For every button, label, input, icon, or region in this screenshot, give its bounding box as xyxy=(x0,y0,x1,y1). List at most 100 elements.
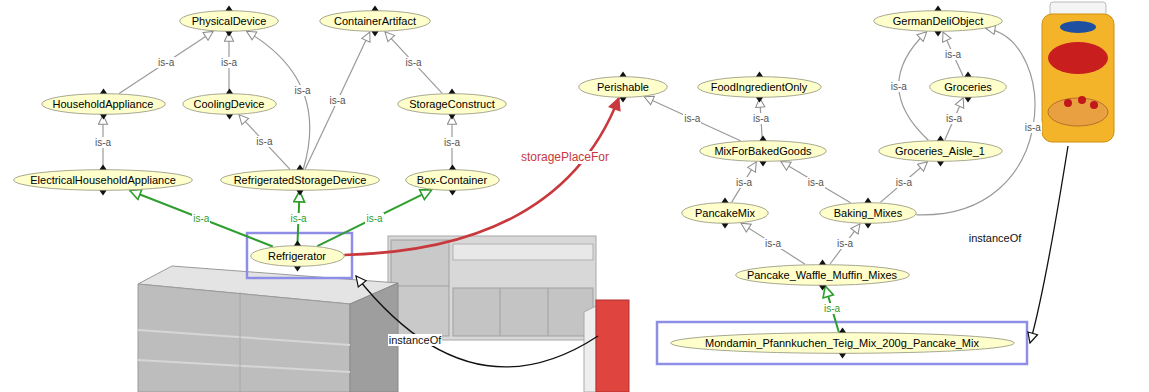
class-name: Baking_Mixes xyxy=(834,207,902,219)
expand-triangle xyxy=(865,224,872,229)
expand-triangle xyxy=(449,165,456,170)
expand-triangle xyxy=(620,72,627,77)
fridge-front xyxy=(596,300,629,392)
wall-cabinet xyxy=(453,244,593,260)
expand-triangle xyxy=(722,198,729,203)
class-name: HouseholdAppliance xyxy=(53,98,154,110)
class-node: ContainerArtifact xyxy=(319,10,431,32)
node-ellipse xyxy=(398,94,507,115)
is-a-connector xyxy=(385,32,442,93)
edge-label: is-a xyxy=(365,213,383,224)
expand-triangle xyxy=(297,191,304,196)
edge-label: storagePlaceFor xyxy=(520,151,610,164)
edge-label: is-a xyxy=(683,113,701,124)
edge-label: is-a xyxy=(328,95,346,106)
class-node: Mondamin_Pfannkuchen_Teig_Mix_200g_Panca… xyxy=(670,332,1015,354)
class-node: Box-Container xyxy=(405,169,500,191)
class-node: CoolingDevice xyxy=(182,93,277,115)
expand-triangle xyxy=(937,162,944,167)
edge-label: is-a xyxy=(944,49,962,60)
edge-label: is-a xyxy=(443,137,461,148)
edge-label: is-a xyxy=(220,57,238,68)
edge-label: is-a xyxy=(255,136,273,147)
node-ellipse xyxy=(700,141,827,162)
expand-triangle xyxy=(449,115,456,120)
is-a-connector xyxy=(130,191,273,247)
node-ellipse xyxy=(180,11,279,32)
class-name: Groceries_Aisle_1 xyxy=(895,145,985,157)
back-cabinets xyxy=(388,236,596,340)
edge-label: is-a xyxy=(890,81,908,92)
edge-label: is-a xyxy=(752,113,770,124)
class-node: PancakeMix xyxy=(681,202,769,224)
class-node: PhysicalDevice xyxy=(179,10,279,32)
expand-triangle xyxy=(965,72,972,77)
expand-triangle xyxy=(865,198,872,203)
fridge-side xyxy=(584,306,596,392)
expand-triangle xyxy=(372,32,379,37)
is-a-connector xyxy=(644,97,740,141)
expand-triangle xyxy=(100,89,107,94)
expand-triangle xyxy=(756,98,763,103)
class-name: CoolingDevice xyxy=(194,98,265,110)
class-name: StorageConstruct xyxy=(409,98,495,110)
is-a-connector xyxy=(880,162,927,203)
node-ellipse xyxy=(320,11,431,32)
strawberry xyxy=(1078,96,1086,104)
edge-label: is-a xyxy=(1024,122,1042,133)
class-name: Perishable xyxy=(597,81,649,93)
edge-label: is-a xyxy=(807,177,825,188)
edge-label: is-a xyxy=(823,303,841,314)
class-node: MixForBakedGoods xyxy=(699,140,827,162)
expand-triangle xyxy=(760,136,767,141)
class-node: ElectricalHouseholdAppliance xyxy=(13,169,193,191)
expand-triangle xyxy=(756,72,763,77)
expand-triangle xyxy=(819,286,826,291)
expand-triangle xyxy=(226,6,233,11)
node-ellipse xyxy=(41,94,165,115)
class-node: Perishable xyxy=(578,76,668,98)
instance-arrow xyxy=(356,276,598,367)
edge-label: is-a xyxy=(192,213,210,224)
bottle-label xyxy=(1048,42,1108,74)
expand-triangle xyxy=(100,191,107,196)
is-a-connector xyxy=(830,224,860,264)
class-node: FoodIngredientOnly xyxy=(697,76,822,98)
cabinet-line xyxy=(548,288,549,336)
is-a-connector xyxy=(945,98,963,140)
class-node: Groceries_Aisle_1 xyxy=(878,140,1003,162)
class-node: StorageConstruct xyxy=(397,93,507,115)
node-ellipse xyxy=(250,246,344,267)
class-node: Pancake_Waffle_Muffin_Mixes xyxy=(735,264,910,286)
class-name: Pancake_Waffle_Muffin_Mixes xyxy=(747,269,897,281)
drawer-line xyxy=(138,360,350,372)
expand-triangle xyxy=(297,165,304,170)
expand-triangle xyxy=(100,115,107,120)
class-name: RefrigeratedStorageDevice xyxy=(234,174,367,186)
edge-label: is-a xyxy=(945,113,963,124)
node-ellipse xyxy=(820,203,917,224)
expand-triangle xyxy=(839,354,846,359)
is-a-connector xyxy=(943,32,963,76)
is-a-connector xyxy=(344,98,619,255)
instance-arrow xyxy=(1030,146,1068,343)
is-a-connector xyxy=(732,162,757,202)
class-name: Groceries xyxy=(944,81,992,93)
expand-triangle xyxy=(226,32,233,37)
pancake-stack xyxy=(1048,98,1108,126)
node-ellipse xyxy=(878,141,1002,162)
class-node: GermanDeliObject xyxy=(873,10,1003,32)
node-ellipse xyxy=(670,333,1014,354)
node-ellipse xyxy=(221,170,380,191)
is-a-connector xyxy=(317,190,431,246)
is-a-connector xyxy=(305,32,370,169)
edge-label: is-a xyxy=(94,137,112,148)
is-a-connector xyxy=(781,162,851,203)
class-name: GermanDeliObject xyxy=(893,15,983,27)
expand-triangle xyxy=(935,6,942,11)
expand-triangle xyxy=(839,328,846,333)
class-node: Baking_Mixes xyxy=(819,202,917,224)
edge-label: is-a xyxy=(293,85,311,96)
node-ellipse xyxy=(735,265,909,286)
highlight-frame xyxy=(247,233,352,278)
